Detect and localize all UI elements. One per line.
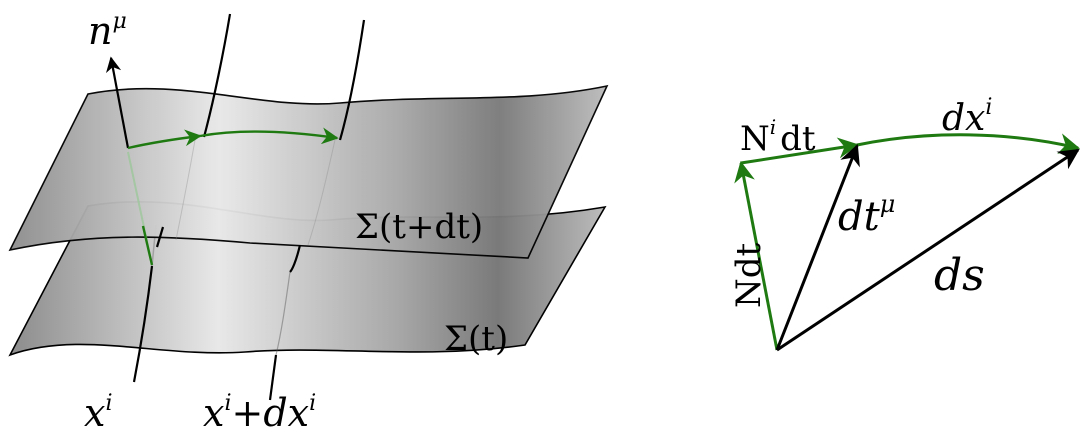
dt-mu-label: dtμ — [838, 190, 895, 240]
dx-label: dxi — [942, 95, 992, 139]
dx-arrow — [856, 133, 1081, 154]
worldline-trace-faded — [175, 139, 196, 241]
shift-arrow-2 — [199, 127, 339, 145]
normal-label: nμ — [88, 9, 127, 53]
upper-surface — [8, 84, 609, 259]
lapse-arrow — [734, 160, 779, 351]
normal-vector-arrow — [106, 56, 130, 149]
worldline-xi-lower — [132, 265, 154, 383]
worldline-a-upper — [202, 13, 232, 138]
coord-label-xi: xi — [84, 391, 112, 435]
shift-arrow-1 — [127, 129, 202, 150]
worldline-trace-faded-2 — [307, 139, 336, 246]
dt-mu-arrow — [775, 144, 860, 351]
worldline-xdx-bottom — [268, 354, 278, 401]
coord-label-xi-plus-dxi: xi+dxi — [203, 391, 316, 435]
lower-surface-label: Σ(t) — [444, 319, 508, 359]
upper-surface-label: Σ(t+dt) — [355, 207, 483, 247]
worldline-xdx-lower — [289, 244, 302, 273]
ds-arrow — [776, 148, 1080, 352]
worldline-xdx-faded — [275, 271, 291, 356]
lapse-label: Ndt — [729, 242, 769, 308]
ds-label: ds — [934, 250, 985, 301]
worldline-b-upper — [338, 19, 366, 141]
left-panel: nμ Σ(t+dt) Σ(t) xi xi+dxi — [8, 9, 609, 435]
shift-arrow — [740, 137, 860, 165]
lapse-green-lower — [141, 225, 154, 266]
worldline-c-upper — [155, 226, 165, 248]
